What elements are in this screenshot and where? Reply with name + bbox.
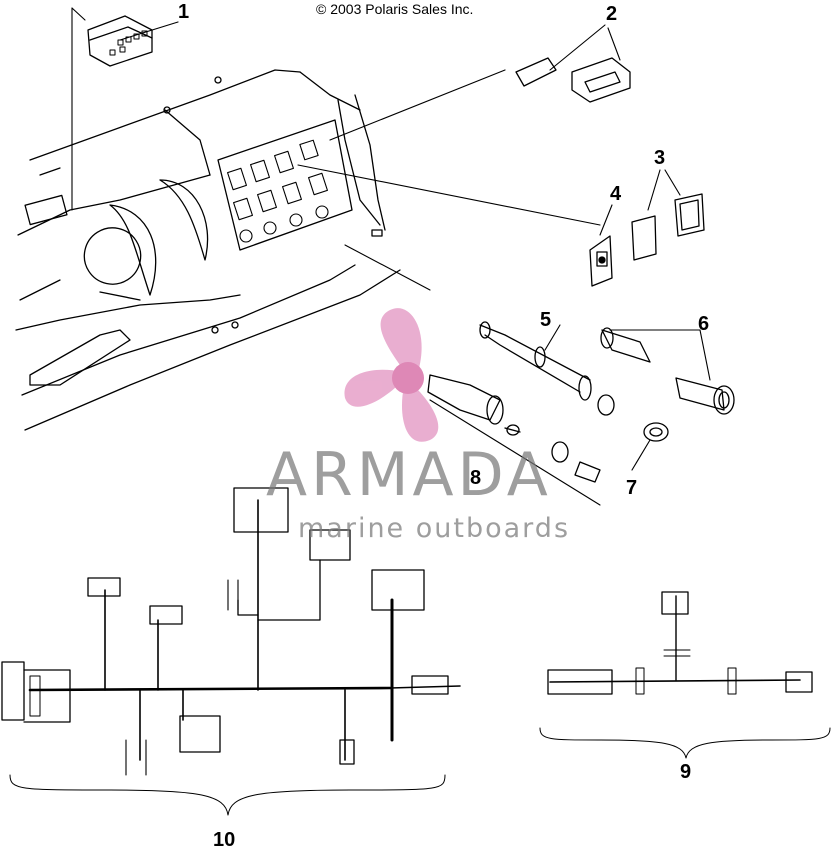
- part-3-bezels: [631, 193, 705, 261]
- watermark-tagline: marine outboards: [298, 513, 571, 544]
- watermark-logo: [344, 308, 439, 442]
- callout-9: 9: [680, 761, 692, 783]
- callout-1: 1: [178, 1, 190, 23]
- callout-5: 5: [540, 309, 552, 331]
- part-4-rocker-switch: [589, 235, 613, 287]
- part-7-grommet: [643, 422, 669, 442]
- callout-2: 2: [606, 3, 618, 25]
- copyright-notice: © 2003 Polaris Sales Inc.: [316, 1, 474, 17]
- part-5-plunger: [479, 321, 615, 416]
- dashboard-panel: [15, 69, 401, 431]
- part-6-socket: [600, 327, 735, 415]
- part-2-covers: [515, 57, 631, 103]
- callout-3: 3: [654, 147, 666, 169]
- part-9-sub-harness: [539, 591, 831, 759]
- leader-lines: [71, 7, 711, 506]
- part-8-switch: [427, 374, 601, 483]
- callout-7: 7: [626, 477, 638, 499]
- callout-8: 8: [470, 467, 482, 489]
- watermark-brand: ARMADA: [266, 440, 552, 510]
- part-10-main-harness: [1, 487, 461, 816]
- callout-6: 6: [698, 313, 710, 335]
- callout-4: 4: [610, 183, 622, 205]
- callout-10: 10: [213, 829, 236, 851]
- part-1-connector-block: [87, 15, 153, 67]
